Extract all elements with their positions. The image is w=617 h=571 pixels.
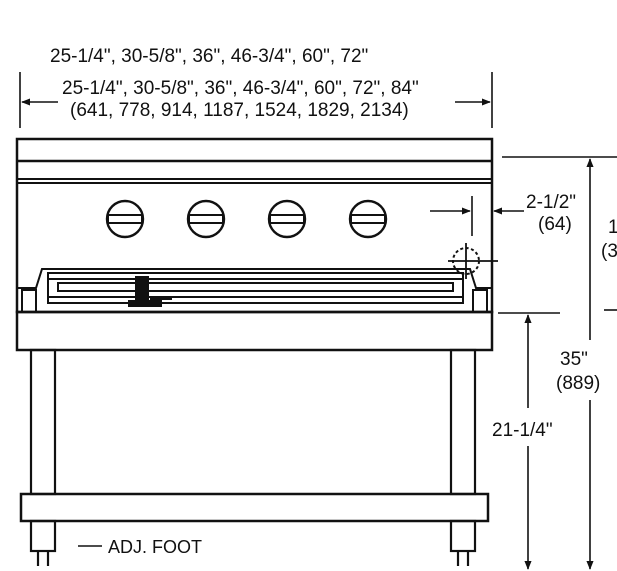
control-knob-icon xyxy=(105,199,145,239)
total-height-label-in: 35" xyxy=(560,349,588,370)
width-label-inner: 25-1/4", 30-5/8", 36", 46-3/4", 60", 72"… xyxy=(62,78,419,99)
adjustable-feet xyxy=(29,519,477,566)
offset-label-mm: (64) xyxy=(538,214,572,235)
offset-dimension xyxy=(430,196,524,236)
upper-body xyxy=(15,137,494,314)
offset-label-in: 2-1/2" xyxy=(526,192,576,213)
gas-connection-icon xyxy=(448,243,498,279)
support-brackets xyxy=(21,289,488,313)
control-knob-icon xyxy=(267,199,307,239)
control-knob-icon xyxy=(186,199,226,239)
door-latch-icon xyxy=(128,276,172,307)
height-partial-in: 1 xyxy=(608,217,617,238)
control-knob-icon xyxy=(348,199,388,239)
stand-top-rail xyxy=(15,310,494,352)
knob-row xyxy=(105,199,388,239)
width-label-mm: (641, 778, 914, 1187, 1524, 1829, 2134) xyxy=(70,100,409,121)
height-dimension xyxy=(498,156,617,570)
foot-label: ADJ. FOOT xyxy=(108,537,202,557)
bottom-shelf xyxy=(19,492,490,523)
width-dimension xyxy=(19,72,493,128)
total-height-label-mm: (889) xyxy=(556,373,600,394)
oven-door xyxy=(47,272,464,304)
leg-height-label-in: 21-1/4" xyxy=(492,420,553,441)
stand-legs xyxy=(29,348,477,496)
height-partial-mm: (3 xyxy=(601,241,617,262)
width-label-top: 25-1/4", 30-5/8", 36", 46-3/4", 60", 72" xyxy=(50,46,368,67)
